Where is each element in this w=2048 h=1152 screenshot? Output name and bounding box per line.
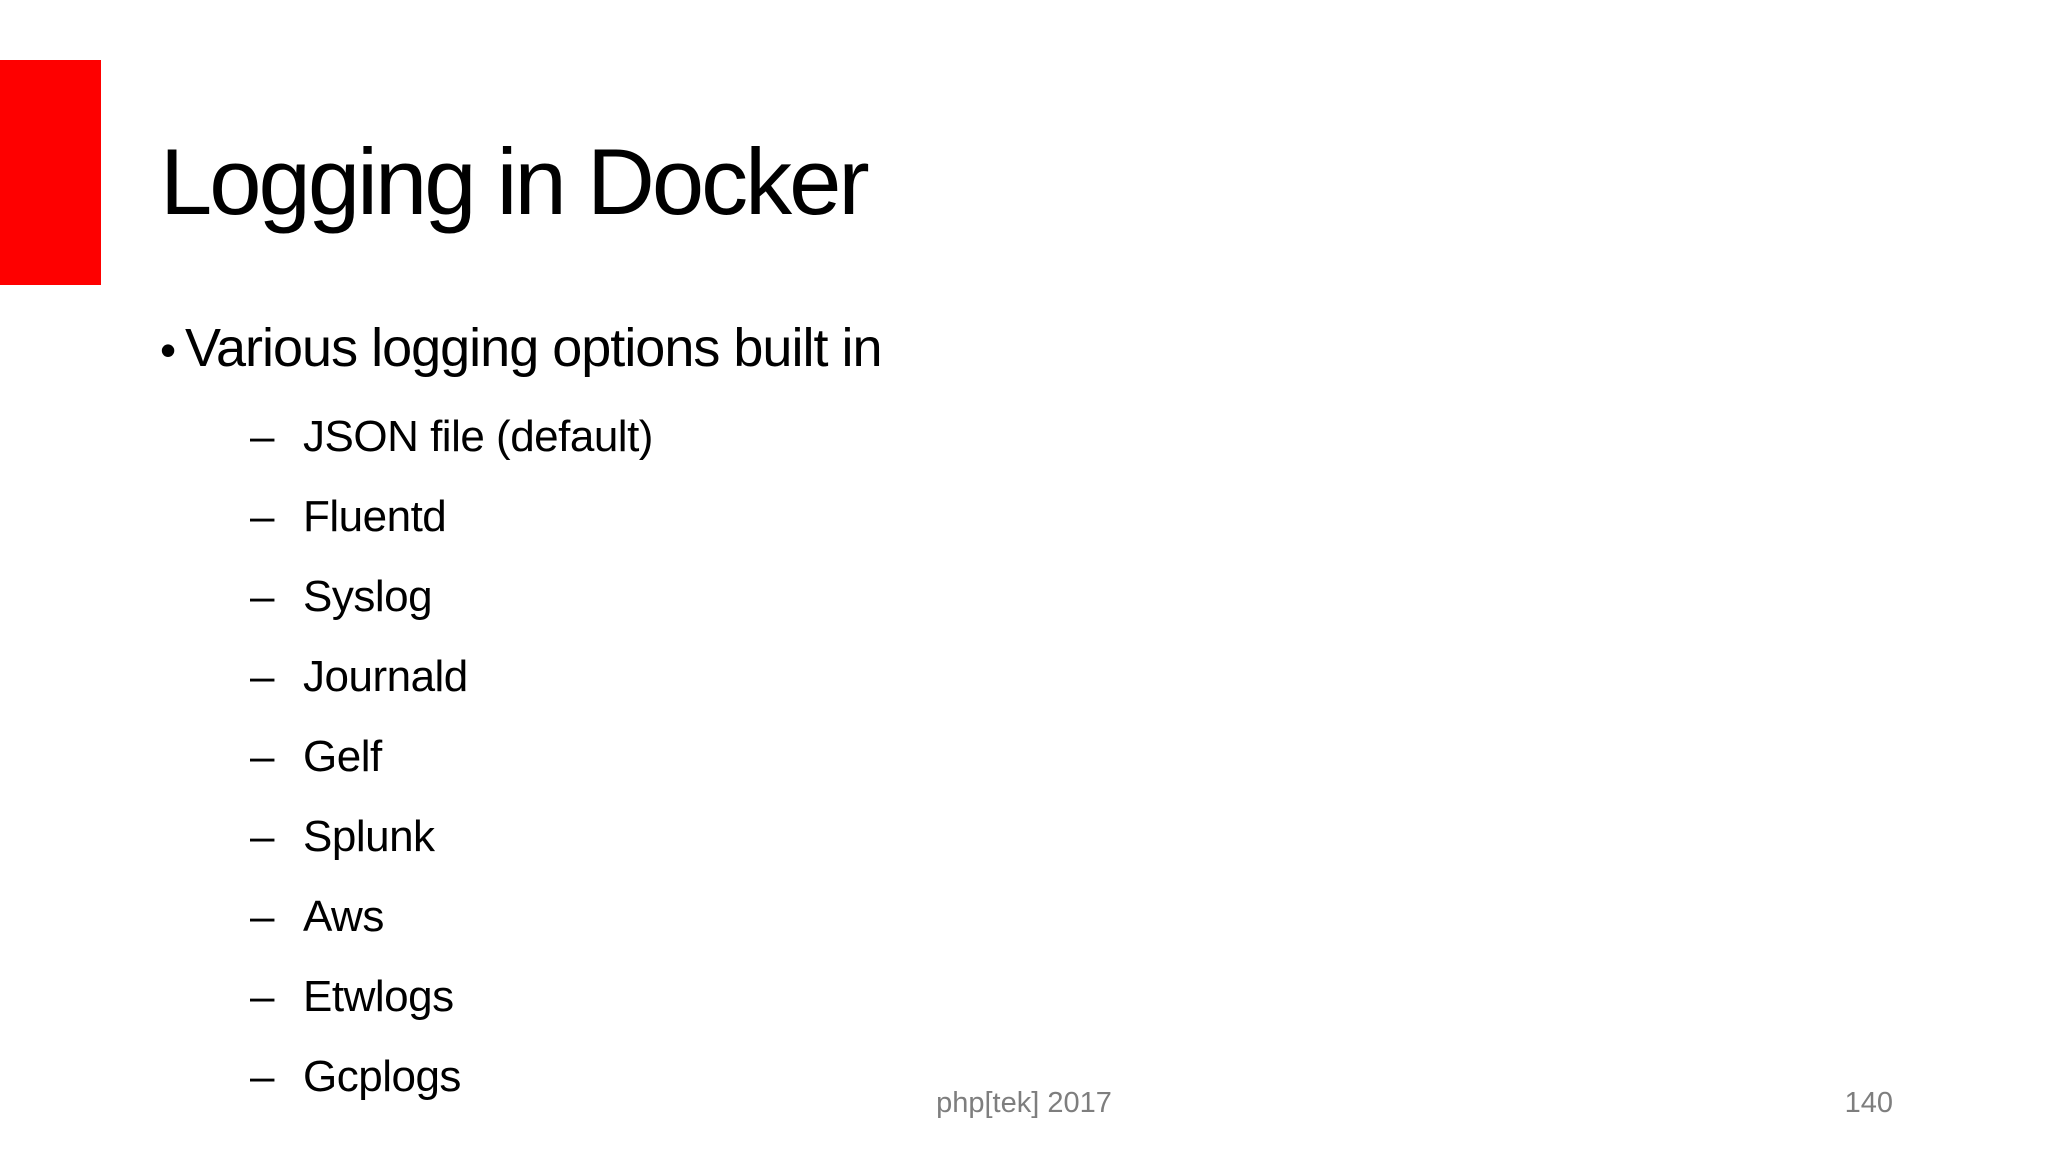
slide-page-number: 140 (1844, 1087, 1893, 1119)
bullet-marker-icon: • (160, 324, 176, 376)
sub-bullet-item: –Gcplogs (250, 1037, 653, 1117)
footer-conference-label: php[tek] 2017 (936, 1087, 1112, 1119)
sub-bullet-item: –Aws (250, 877, 653, 957)
sub-bullet-text: Etwlogs (303, 972, 454, 1021)
sub-bullet-text: Gelf (303, 732, 382, 781)
sub-bullet-item: –Splunk (250, 797, 653, 877)
bullet-text: Various logging options built in (185, 318, 882, 378)
sub-bullet-text: Journald (303, 652, 468, 701)
sub-bullet-text: JSON file (default) (303, 412, 653, 461)
sub-bullet-item: –Gelf (250, 717, 653, 797)
dash-marker-icon: – (250, 892, 274, 941)
dash-marker-icon: – (250, 412, 274, 461)
dash-marker-icon: – (250, 1052, 274, 1101)
sub-bullet-item: –Fluentd (250, 477, 653, 557)
sub-bullet-text: Splunk (303, 812, 435, 861)
dash-marker-icon: – (250, 812, 274, 861)
sub-bullet-item: –Etwlogs (250, 957, 653, 1037)
sub-bullet-text: Aws (303, 892, 384, 941)
dash-marker-icon: – (250, 972, 274, 1021)
sub-bullet-text: Gcplogs (303, 1052, 461, 1101)
sub-bullet-item: –JSON file (default) (250, 397, 653, 477)
sub-bullet-item: –Syslog (250, 557, 653, 637)
dash-marker-icon: – (250, 732, 274, 781)
dash-marker-icon: – (250, 492, 274, 541)
dash-marker-icon: – (250, 572, 274, 621)
bullet-item: •Various logging options built in (160, 318, 882, 378)
sub-bullet-text: Syslog (303, 572, 433, 621)
red-accent-bar (0, 60, 101, 285)
sub-bullet-list: –JSON file (default) –Fluentd –Syslog –J… (250, 397, 653, 1117)
sub-bullet-text: Fluentd (303, 492, 447, 541)
dash-marker-icon: – (250, 652, 274, 701)
slide-title: Logging in Docker (160, 129, 870, 234)
sub-bullet-item: –Journald (250, 637, 653, 717)
